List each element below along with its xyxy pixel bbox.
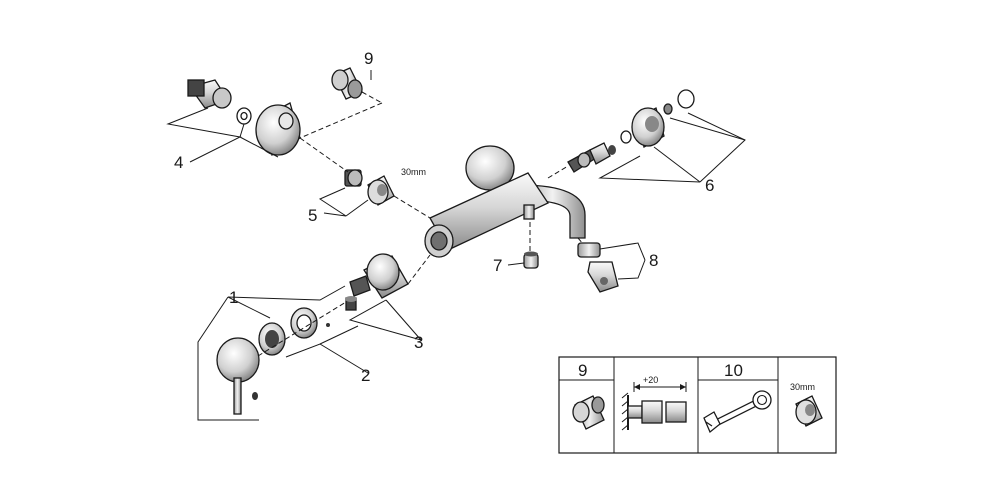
part-1-lever-handle	[216, 337, 260, 415]
callout-5: 5	[308, 206, 317, 225]
nut-size-label: 30mm	[401, 167, 426, 177]
box-nut-size-label: 30mm	[790, 382, 815, 392]
callout-7: 7	[493, 256, 502, 275]
box-nut-icon: 30mm	[790, 382, 823, 427]
callout-1: 1	[229, 288, 238, 307]
part-9-extension	[331, 67, 363, 100]
part-4-eccentric-set	[187, 79, 301, 157]
part-5-adapter	[344, 169, 395, 206]
mixer-body	[424, 145, 586, 258]
part-3-cartridge	[345, 253, 409, 311]
box-extension-dimension: +20	[621, 375, 687, 431]
box-wrench-icon	[703, 390, 772, 434]
part-6-diverter	[567, 89, 695, 173]
callout-4: 4	[174, 153, 183, 172]
callout-9: 9	[364, 49, 373, 68]
callout-3: 3	[414, 333, 423, 352]
callout-8: 8	[649, 251, 658, 270]
part-2-rings	[258, 307, 330, 356]
extension-label: +20	[643, 375, 658, 385]
callout-6: 6	[705, 176, 714, 195]
leader-lines: 30mm	[166, 70, 746, 421]
callout-2: 2	[361, 366, 370, 385]
box-label-9: 9	[578, 361, 587, 380]
box-extension-icon	[572, 395, 605, 430]
callout-numbers: 9 4 5 6 7 8 3 2 1	[174, 49, 714, 385]
box-label-10: 10	[724, 361, 743, 380]
accessory-box: 9 10 +20	[558, 356, 837, 454]
part-7-restrictor	[523, 222, 539, 269]
part-8-aerator	[577, 237, 619, 293]
